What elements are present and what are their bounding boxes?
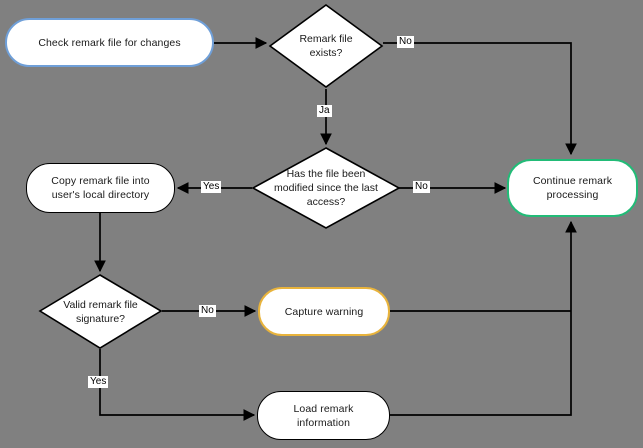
node-file-modified-label: Has the file been modified since the las… bbox=[274, 168, 378, 208]
node-capture-warning-label: Capture warning bbox=[284, 305, 364, 318]
diamond-shape-valid-signature bbox=[38, 274, 163, 349]
edge-signature-yes bbox=[99, 349, 256, 421]
node-copy-remark-file-label: Copy remark file into user's local direc… bbox=[51, 175, 150, 201]
diamond-shape-file-modified bbox=[251, 147, 401, 229]
diamond-shape-remark-file-exists bbox=[268, 4, 384, 88]
edge-exists-no bbox=[383, 42, 577, 156]
edge-label-modified-yes: Yes bbox=[201, 181, 222, 193]
edge-label-modified-no: No bbox=[413, 181, 430, 193]
edge-label-exists-ja: Ja bbox=[317, 105, 332, 117]
node-check-remark-file[interactable]: Check remark file for changes bbox=[5, 18, 214, 67]
node-load-remark-information[interactable]: Load remark information bbox=[257, 391, 390, 440]
node-copy-remark-file[interactable]: Copy remark file into user's local direc… bbox=[26, 163, 175, 213]
node-remark-file-exists-label: Remark file exists? bbox=[299, 33, 353, 59]
node-valid-signature[interactable]: Valid remark file signature? bbox=[38, 273, 163, 350]
node-valid-signature-label: Valid remark file signature? bbox=[63, 298, 138, 325]
node-continue-remark-processing-label: Continue remark processing bbox=[532, 175, 613, 201]
node-continue-remark-processing[interactable]: Continue remark processing bbox=[507, 159, 638, 217]
node-check-remark-file-label: Check remark file for changes bbox=[38, 36, 181, 49]
node-capture-warning[interactable]: Capture warning bbox=[258, 287, 390, 336]
edge-label-exists-no: No bbox=[397, 36, 414, 48]
node-file-modified[interactable]: Has the file been modified since the las… bbox=[251, 146, 401, 230]
edge-load-to-continue bbox=[390, 220, 577, 416]
edge-label-signature-yes: Yes bbox=[88, 376, 109, 388]
node-remark-file-exists[interactable]: Remark file exists? bbox=[268, 3, 384, 89]
node-load-remark-information-label: Load remark information bbox=[293, 402, 354, 429]
edge-label-signature-no: No bbox=[199, 305, 216, 317]
